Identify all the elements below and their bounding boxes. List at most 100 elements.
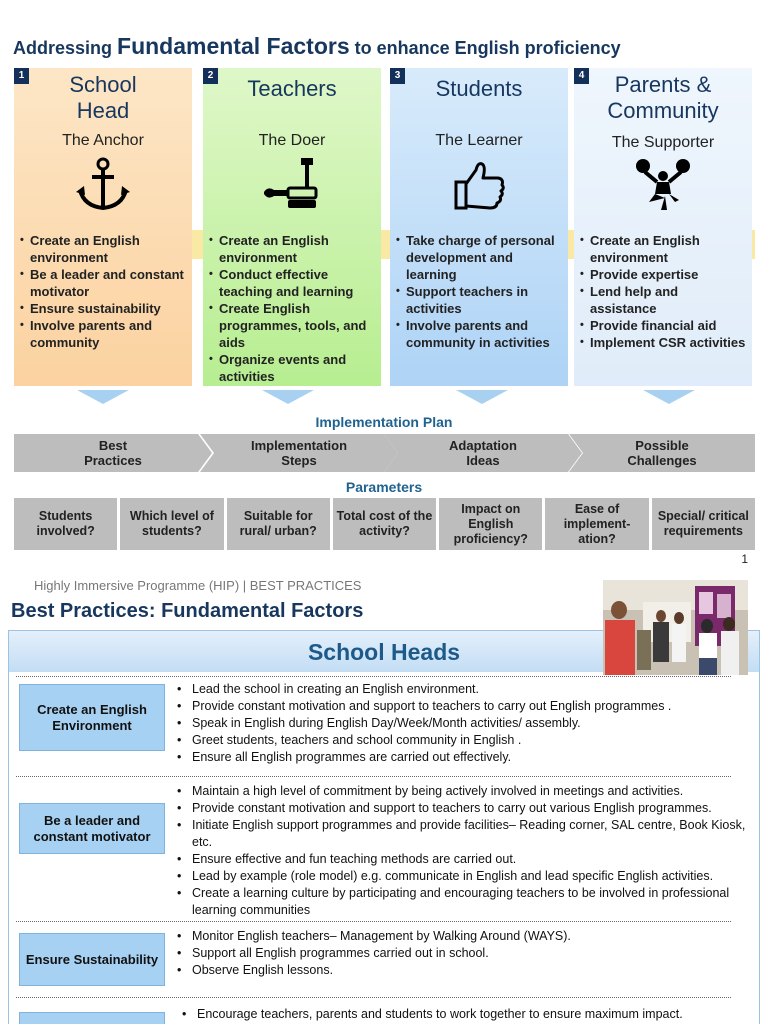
thumbs-up-icon bbox=[390, 156, 568, 214]
step-label: Possible Challenges bbox=[627, 438, 697, 468]
factor-bullets: Lead the school in creating an English e… bbox=[175, 681, 755, 766]
implementation-plan-label: Implementation Plan bbox=[315, 414, 453, 430]
list-item: Provide expertise bbox=[580, 266, 748, 283]
list-item: Support teachers in activities bbox=[396, 283, 564, 317]
bullet-item: Create a learning culture by participati… bbox=[175, 885, 755, 919]
arrow-down-icon bbox=[77, 390, 129, 404]
bullet-item: Lead the school in creating an English e… bbox=[175, 681, 755, 698]
cheerleader-icon bbox=[574, 156, 752, 214]
column-role: The Learner bbox=[435, 132, 523, 149]
column-heading: Students bbox=[390, 76, 568, 102]
column-heading-line2: Head bbox=[76, 98, 130, 123]
column-heading-line1: Parents & bbox=[614, 72, 712, 97]
list-item: Create an English environment bbox=[209, 232, 377, 266]
list-item: Organize events and activities bbox=[209, 351, 377, 385]
column-heading: School Head bbox=[14, 72, 192, 124]
column-list: Create an English environment Provide ex… bbox=[580, 232, 748, 351]
parameter-cell: Suitable for rural/ urban? bbox=[226, 498, 330, 550]
parameters-row: Students involved? Which level of studen… bbox=[14, 498, 755, 550]
parameter-cell: Special/ critical requirements bbox=[651, 498, 755, 550]
column-number: 2 bbox=[203, 68, 218, 84]
list-item: Provide financial aid bbox=[580, 317, 748, 334]
column-list: Take charge of personal development and … bbox=[396, 232, 564, 351]
implementation-steps: Best Practices Implementation Steps Adap… bbox=[14, 434, 755, 472]
column-role: The Anchor bbox=[62, 132, 144, 149]
parameter-cell: Ease of implement-ation? bbox=[545, 498, 649, 550]
event-photo bbox=[603, 580, 748, 675]
section-title: Best Practices: Fundamental Factors bbox=[11, 600, 364, 622]
page-title: Addressing Fundamental Factors to enhanc… bbox=[13, 33, 758, 60]
bullet-item: Support all English programmes carried o… bbox=[175, 945, 755, 962]
arrow-down-icon bbox=[262, 390, 314, 404]
column-list: Create an English environment Be a leade… bbox=[20, 232, 188, 351]
bullet-item: Ensure all English programmes are carrie… bbox=[175, 749, 755, 766]
bullet-item: Lead by example (role model) e.g. commun… bbox=[175, 868, 755, 885]
list-item: Ensure sustainability bbox=[20, 300, 188, 317]
column-students: 3 Students The Learner Take charge of pe… bbox=[390, 68, 568, 386]
bullet-item: Initiate English support programmes and … bbox=[175, 817, 755, 851]
step-adaptation: Adaptation Ideas bbox=[384, 434, 582, 472]
bullet-item: Speak in English during English Day/Week… bbox=[175, 715, 755, 732]
column-number: 3 bbox=[390, 68, 405, 84]
column-heading: Teachers bbox=[203, 76, 381, 102]
list-item: Involve parents and community in activit… bbox=[396, 317, 564, 351]
column-role: The Doer bbox=[258, 132, 326, 149]
factor-label-box: Ensure Sustainability bbox=[19, 933, 165, 986]
parameter-cell: Total cost of the activity? bbox=[332, 498, 437, 550]
parameters-label: Parameters bbox=[345, 479, 423, 495]
step-label: Implementation Steps bbox=[250, 438, 348, 468]
column-heading-line1: Teachers bbox=[247, 76, 337, 101]
page-number: 1 bbox=[741, 552, 748, 566]
step-label: Best Practices bbox=[84, 438, 142, 468]
column-school-head: 1 School Head The Anchor Create an Engli… bbox=[14, 68, 192, 386]
column-heading: Parents & Community bbox=[574, 72, 752, 124]
step-label: Adaptation Ideas bbox=[449, 438, 517, 468]
list-item: Create an English environment bbox=[20, 232, 188, 266]
bullet-item: Ensure effective and fun teaching method… bbox=[175, 851, 755, 868]
anchor-icon bbox=[14, 156, 192, 214]
step-best-practices: Best Practices bbox=[14, 434, 212, 472]
factor-label-box bbox=[19, 1012, 165, 1024]
bullet-item: Maintain a high level of commitment by b… bbox=[175, 783, 755, 800]
parameter-cell: Which level of students? bbox=[120, 498, 224, 550]
banner-title: School Heads bbox=[307, 639, 461, 665]
column-number: 4 bbox=[574, 68, 589, 84]
dotted-divider bbox=[16, 776, 731, 777]
list-item: Create English programmes, tools, and ai… bbox=[209, 300, 377, 351]
column-teachers: 2 Teachers The Doer Create an English en… bbox=[203, 68, 381, 386]
bullet-item: Greet students, teachers and school comm… bbox=[175, 732, 755, 749]
column-heading-line1: Students bbox=[435, 76, 523, 101]
list-item: Implement CSR activities bbox=[580, 334, 748, 351]
list-item: Take charge of personal development and … bbox=[396, 232, 564, 283]
title-emphasis: Fundamental Factors bbox=[117, 33, 350, 59]
column-heading-line1: School bbox=[69, 72, 137, 97]
column-role: The Supporter bbox=[611, 134, 715, 151]
parameter-cell: Students involved? bbox=[14, 498, 118, 550]
bullet-item: Provide constant motivation and support … bbox=[175, 698, 755, 715]
arrow-down-icon bbox=[643, 390, 695, 404]
list-item: Create an English environment bbox=[580, 232, 748, 266]
bullet-item: Observe English lessons. bbox=[175, 962, 755, 979]
factor-label-box: Create an English Environment bbox=[19, 684, 165, 751]
tools-icon bbox=[203, 156, 381, 214]
list-item: Lend help and assistance bbox=[580, 283, 748, 317]
title-prefix: Addressing bbox=[13, 38, 118, 58]
step-implementation: Implementation Steps bbox=[200, 434, 398, 472]
factor-bullets: Encourage teachers, parents and students… bbox=[180, 1006, 760, 1023]
dotted-divider bbox=[16, 676, 731, 677]
factor-label-box: Be a leader and constant motivator bbox=[19, 803, 165, 854]
column-parents-community: 4 Parents & Community The Supporter Crea… bbox=[574, 68, 752, 386]
list-item: Involve parents and community bbox=[20, 317, 188, 351]
bullet-item: Provide constant motivation and support … bbox=[175, 800, 755, 817]
title-suffix: to enhance English proficiency bbox=[349, 38, 621, 58]
list-item: Conduct effective teaching and learning bbox=[209, 266, 377, 300]
factor-bullets: Maintain a high level of commitment by b… bbox=[175, 783, 755, 919]
document-header-label: Highly Immersive Programme (HIP) | BEST … bbox=[34, 578, 362, 593]
bullet-item: Monitor English teachers– Management by … bbox=[175, 928, 755, 945]
column-list: Create an English environment Conduct ef… bbox=[209, 232, 377, 385]
bullet-item: Encourage teachers, parents and students… bbox=[180, 1006, 760, 1023]
step-challenges: Possible Challenges bbox=[569, 434, 755, 472]
factor-bullets: Monitor English teachers– Management by … bbox=[175, 928, 755, 979]
arrow-down-icon bbox=[456, 390, 508, 404]
column-heading-line2: Community bbox=[607, 98, 719, 123]
